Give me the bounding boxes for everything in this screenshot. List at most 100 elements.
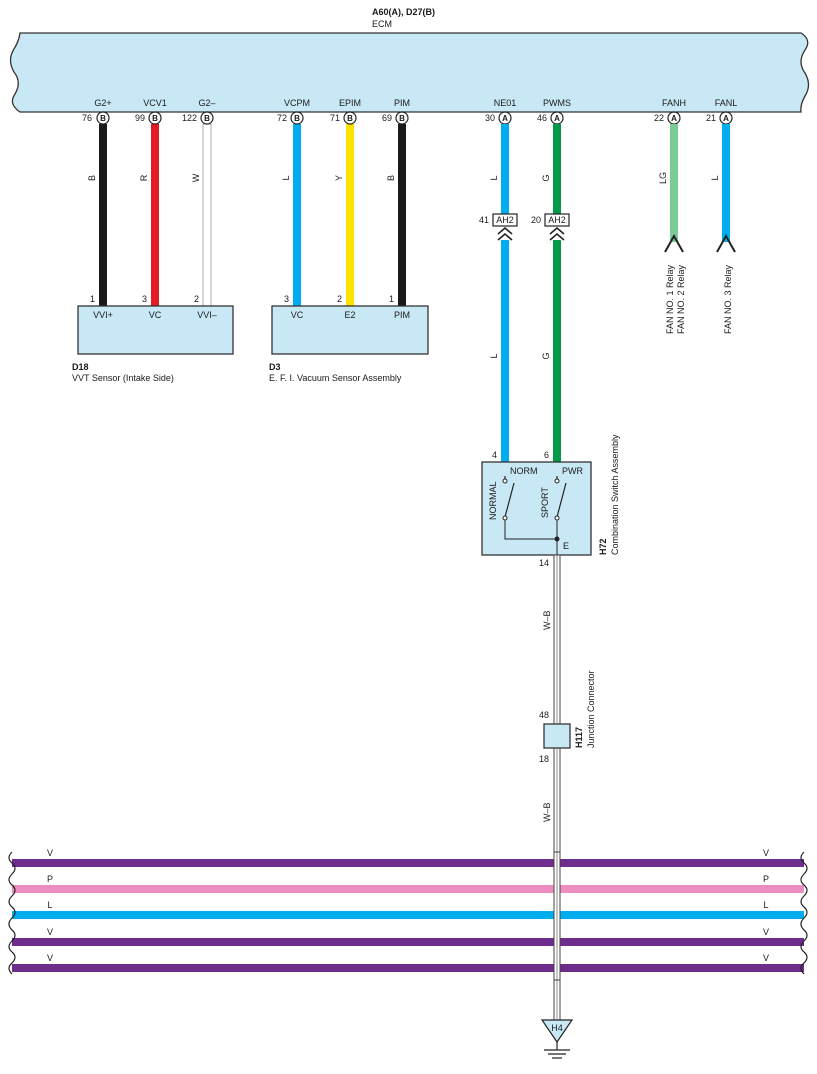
d3-pin-3: 3 — [284, 294, 289, 304]
terminal-label-ne01: NE01 — [494, 98, 517, 108]
d3-id: D3 — [269, 362, 281, 372]
wire-ne01-lower — [501, 240, 509, 462]
bus-code-right-1: V — [763, 848, 769, 858]
wire-code-lg: LG — [658, 172, 668, 184]
h117-junction-connector: 48 18 H117 Junction Connector — [539, 670, 596, 764]
fan-relay-2-label: FAN NO. 2 Relay — [676, 264, 686, 334]
conn-b-4: B — [294, 114, 300, 123]
ecm-pin-76: 76 — [82, 113, 92, 123]
terminal-label-fanl: FANL — [715, 98, 738, 108]
d18-term-vvi-plus: VVI+ — [93, 310, 113, 320]
h72-id: H72 — [598, 538, 608, 555]
ah2-connectors: AH2 41 AH2 20 — [479, 213, 570, 241]
wire-epim — [346, 124, 354, 306]
wire-pim — [398, 124, 406, 306]
wire-pwms-upper — [553, 124, 561, 214]
h72-name: Combination Switch Assembly — [610, 434, 620, 555]
conn-b-1: B — [100, 114, 106, 123]
h72-pin-6: 6 — [544, 450, 549, 460]
ground-h4-label: H4 — [551, 1023, 563, 1033]
wire-ne01-upper — [501, 124, 509, 214]
terminal-label-vcpm: VCPM — [284, 98, 310, 108]
bus-wire-v-1 — [12, 859, 804, 867]
ecm-pin-122: 122 — [182, 113, 197, 123]
h72-normal-label: NORMAL — [488, 481, 498, 520]
wire-g2-plus — [99, 124, 107, 306]
conn-b-5: B — [347, 114, 353, 123]
bus-code-left-5: V — [47, 953, 53, 963]
ecm-pin-30: 30 — [485, 113, 495, 123]
h72-norm-label: NORM — [510, 466, 538, 476]
h117-pin-18: 18 — [539, 754, 549, 764]
d3-pin-2: 2 — [337, 294, 342, 304]
ecm-pin-22: 22 — [654, 113, 664, 123]
wire-code-l-2: L — [489, 175, 499, 180]
ecm-pin-72: 72 — [277, 113, 287, 123]
ecm-connector-circles: B B B B B B A A A A — [96, 111, 733, 125]
d18-pin-3: 3 — [142, 294, 147, 304]
bus-code-left-2: P — [47, 874, 53, 884]
bus-code-right-3: L — [763, 900, 768, 910]
h72-sport-label: SPORT — [540, 487, 550, 518]
fan-relay-1-label: FAN NO. 1 Relay — [665, 264, 675, 334]
bus-wire-l — [12, 911, 804, 919]
wire-code-w: W — [191, 173, 201, 182]
terminal-label-g2-minus: G2– — [198, 98, 215, 108]
conn-b-3: B — [204, 114, 210, 123]
ecm-pin-46: 46 — [537, 113, 547, 123]
wire-code-l-3: L — [489, 353, 499, 358]
ecm-pin-69: 69 — [382, 113, 392, 123]
bus-code-left-4: V — [47, 927, 53, 937]
wire-code-wb-1: W–B — [542, 610, 552, 630]
ecm-subtitle: ECM — [372, 19, 392, 29]
bus-code-left-1: V — [47, 848, 53, 858]
h72-combination-switch: 4 6 NORM PWR NORMAL SPORT E H72 Combinat… — [481, 434, 620, 568]
d18-term-vvi-minus: VVI– — [197, 310, 217, 320]
conn-a-3: A — [671, 114, 677, 123]
d18-vvt-sensor: 1 3 2 VVI+ VC VVI– D18 VVT Sensor (Intak… — [72, 294, 234, 383]
h72-pin-4: 4 — [492, 450, 497, 460]
d18-term-vc: VC — [149, 310, 162, 320]
ground-wire-crossing — [553, 851, 561, 981]
ah2-pin-20: 20 — [531, 215, 541, 225]
h117-id: H117 — [574, 727, 584, 748]
h117-pin-48: 48 — [539, 710, 549, 720]
d18-pin-2: 2 — [194, 294, 199, 304]
wire-code-b-2: B — [386, 175, 396, 181]
fan-relay-3-label: FAN NO. 3 Relay — [723, 264, 733, 334]
wire-code-g-1: G — [541, 174, 551, 181]
ecm-title: A60(A), D27(B) — [372, 7, 435, 17]
d18-pin-1: 1 — [90, 294, 95, 304]
bus-wires: V P L V V V P L V V — [8, 848, 808, 975]
conn-a-1: A — [502, 114, 508, 123]
bus-code-left-3: L — [47, 900, 52, 910]
ecm-pin-99: 99 — [135, 113, 145, 123]
wire-vcpm — [293, 124, 301, 306]
h72-pwr-label: PWR — [562, 466, 583, 476]
ecm-terminals: G2+ VCV1 G2– VCPM EPIM PIM NE01 PWMS FAN… — [82, 98, 737, 123]
d18-name: VVT Sensor (Intake Side) — [72, 373, 174, 383]
bus-code-right-4: V — [763, 927, 769, 937]
wires-d18: B R W — [87, 123, 212, 307]
conn-b-2: B — [152, 114, 158, 123]
h117-name: Junction Connector — [586, 670, 596, 748]
wires-h72: L G L G — [489, 124, 561, 462]
wire-code-wb-2: W–B — [542, 802, 552, 822]
h72-pin-14: 14 — [539, 558, 549, 568]
bus-code-right-2: P — [763, 874, 769, 884]
wire-code-g-2: G — [541, 352, 551, 359]
d3-term-pim: PIM — [394, 310, 410, 320]
d18-id: D18 — [72, 362, 89, 372]
conn-a-4: A — [723, 114, 729, 123]
d3-term-e2: E2 — [344, 310, 355, 320]
conn-b-6: B — [399, 114, 405, 123]
terminal-label-epim: EPIM — [339, 98, 361, 108]
bus-code-right-5: V — [763, 953, 769, 963]
d3-vacuum-sensor: 3 2 1 VC E2 PIM D3 E. F. I. Vacuum Senso… — [269, 294, 429, 383]
wires-d3: L Y B — [281, 124, 406, 306]
ecm-block: A60(A), D27(B) ECM — [9, 7, 810, 113]
wire-g2-minus — [202, 123, 212, 307]
terminal-label-vcv1: VCV1 — [143, 98, 167, 108]
d3-name: E. F. I. Vacuum Sensor Assembly — [269, 373, 402, 383]
